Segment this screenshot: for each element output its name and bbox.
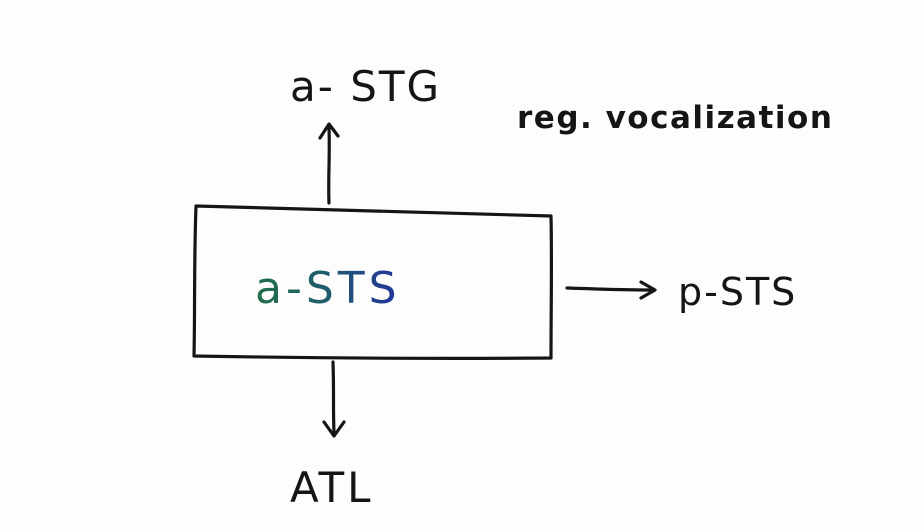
annotation-label: reg. vocalization bbox=[517, 100, 833, 136]
center-box bbox=[192, 204, 554, 360]
bottom-node-label: ATL bbox=[290, 463, 374, 512]
right-arrow bbox=[565, 280, 657, 300]
top-node-label: a- STG bbox=[290, 62, 441, 111]
down-arrow bbox=[322, 360, 346, 438]
up-arrow bbox=[318, 122, 340, 205]
right-node-label: p-STS bbox=[678, 270, 797, 314]
center-node-label: a-STS bbox=[255, 263, 401, 314]
